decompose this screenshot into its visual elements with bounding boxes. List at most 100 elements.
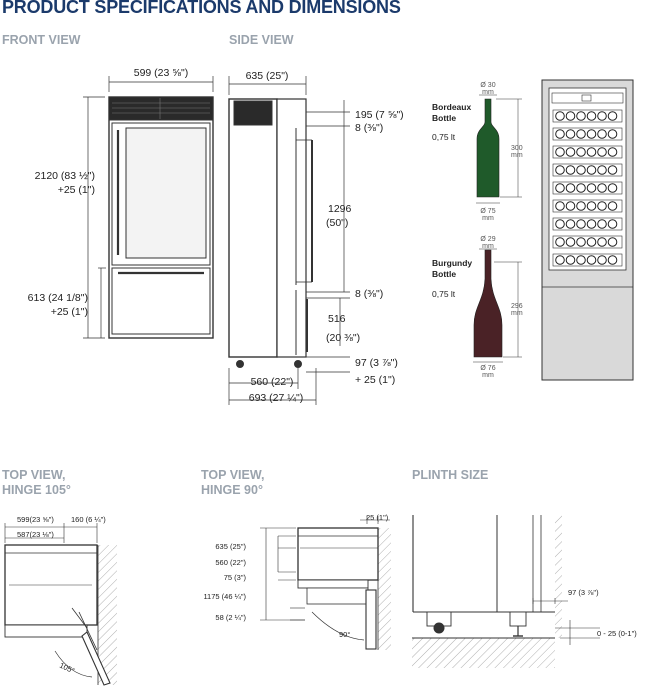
rack-bottle (565, 183, 576, 193)
rack-bottle (576, 237, 586, 247)
rack-bottle (565, 201, 576, 211)
top-view-90-drawing (260, 516, 391, 650)
rack-bottle (586, 111, 597, 121)
burgundy-base-diameter: Ø 76 (480, 365, 495, 372)
top-view-90-heading: TOP VIEW, HINGE 90° (201, 468, 264, 498)
rack-bottle (565, 129, 576, 139)
plinth-0-25-label: 0 - 25 (0-1") (597, 629, 637, 638)
top90-open-door (365, 589, 377, 650)
top90-58-label: 58 (2 ¼") (215, 613, 246, 622)
rack-bottle (607, 111, 618, 121)
side-195-label: 195 (7 ⅝") (355, 109, 404, 121)
rack-bottle (576, 165, 586, 175)
top-view-90-heading-line2: HINGE 90° (201, 483, 263, 497)
rack-bottle (576, 111, 586, 121)
rack-bottle (607, 237, 618, 247)
burgundy-bottle (473, 248, 522, 363)
rack-bottle (586, 165, 597, 175)
rack-bottle (586, 129, 597, 139)
rack-bottle (555, 183, 565, 193)
bordeaux-neck-diameter: Ø 30 (480, 82, 495, 89)
rack-bottle (607, 255, 618, 265)
rack-bottle (607, 165, 618, 175)
top90-cabinet (297, 527, 379, 581)
rack-bottle (586, 255, 597, 265)
front-drawer-tolerance-label: +25 (1") (51, 306, 88, 318)
side-1296-inch-label: (50") (326, 217, 348, 229)
top90-1175-label: 1175 (46 ¼") (203, 592, 246, 601)
top90-25-label: 25 (1") (366, 513, 389, 522)
rack-bottle (597, 201, 607, 211)
rack-bottle (555, 129, 565, 139)
page-title: PRODUCT SPECIFICATIONS AND DIMENSIONS (2, 0, 401, 17)
side-rear-foot (236, 360, 244, 368)
rack-bottle (565, 147, 576, 157)
top105-drawer-edge (4, 624, 88, 638)
top-view-105-heading: TOP VIEW, HINGE 105° (2, 468, 71, 498)
bordeaux-volume: 0,75 lt (432, 132, 456, 142)
rack-bottle (576, 147, 586, 157)
top105-wall (98, 545, 117, 685)
top90-635-label: 635 (25") (215, 542, 246, 551)
top105-587-label: 587(23 ⅛") (17, 530, 54, 539)
rack-bottle (607, 219, 618, 229)
side-693-label: 693 (27 ¼") (249, 392, 304, 404)
rack-bottle (576, 201, 586, 211)
rack-bottle (607, 147, 618, 157)
side-516-inch-label: (20 ⅜") (326, 332, 360, 344)
front-height-label: 2120 (83 ½") (35, 170, 95, 182)
front-door-frame (111, 122, 211, 266)
rack-bottle (555, 165, 565, 175)
side-view-drawing (228, 76, 350, 405)
side-vent (233, 100, 273, 126)
top105-599-label: 599(23 ⅝") (17, 515, 54, 524)
top-view-105-heading-line1: TOP VIEW, (2, 468, 66, 482)
side-516-label: 516 (328, 313, 346, 325)
rack-bottle (586, 201, 597, 211)
top90-560-label: 560 (22") (215, 558, 246, 567)
rack-bottle (565, 237, 576, 247)
rack-bottle (597, 219, 607, 229)
bordeaux-neck-unit: mm (482, 89, 494, 96)
rack-bottle (597, 183, 607, 193)
bordeaux-base-unit: mm (482, 215, 494, 222)
burgundy-neck-unit: mm (482, 243, 494, 250)
front-drawer-height-label: 613 (24 1/8") (28, 292, 88, 304)
rack-bottle (586, 183, 597, 193)
cabinet-interior-drawing (541, 79, 634, 381)
front-view-heading: FRONT VIEW (2, 33, 81, 47)
front-glass-panel (125, 127, 207, 259)
burgundy-volume: 0,75 lt (432, 289, 456, 299)
side-1296-label: 1296 (328, 203, 352, 215)
rack-bottle (607, 183, 618, 193)
rack-bottle (565, 255, 576, 265)
wine-rack-rows (552, 109, 623, 267)
rack-bottle (586, 147, 597, 157)
front-drawer (111, 267, 211, 335)
top105-open-door (81, 631, 111, 686)
rack-bottle (586, 219, 597, 229)
rack-bottle (607, 201, 618, 211)
plinth-97-label: 97 (3 ⅞") (568, 588, 599, 597)
bordeaux-height-unit: mm (511, 152, 523, 159)
plinth-floor (412, 638, 555, 668)
rack-bottle (597, 165, 607, 175)
plinth-drawing (412, 515, 600, 668)
side-8-bottom-label: 8 (⅜") (355, 288, 383, 300)
rack-bottle (555, 255, 565, 265)
bordeaux-bottle (476, 94, 522, 204)
rack-bottle (586, 237, 597, 247)
rack-bottle (555, 219, 565, 229)
plinth-rear-wheel (433, 622, 445, 634)
side-front-foot (294, 360, 302, 368)
top90-75-label: 75 (3") (224, 573, 247, 582)
rack-bottle (555, 201, 565, 211)
side-8-top-label: 8 (⅜") (355, 122, 383, 134)
side-depth-label: 635 (25") (246, 70, 289, 82)
rack-bottle (565, 111, 576, 121)
front-view-drawing (83, 76, 214, 339)
rack-bottle (597, 237, 607, 247)
top-view-105-drawing (4, 523, 117, 686)
rack-bottle (597, 255, 607, 265)
